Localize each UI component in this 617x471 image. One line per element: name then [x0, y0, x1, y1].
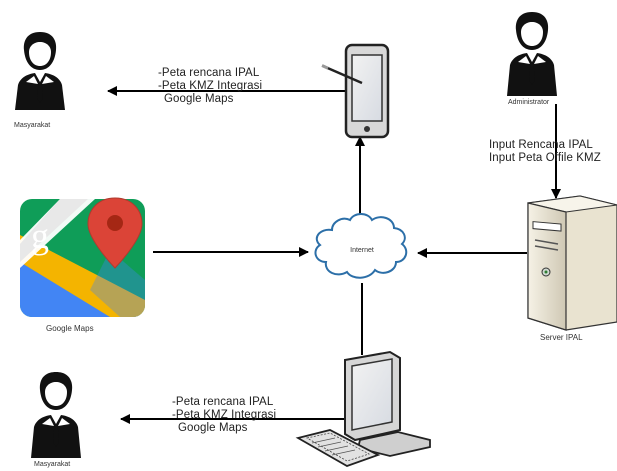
- internet-cloud-icon: [314, 213, 408, 279]
- edge-label-line: -Peta rencana IPAL: [158, 67, 260, 79]
- masyarakat-bottom-label: Masyarakat: [34, 461, 71, 468]
- tablet-icon: [321, 43, 390, 139]
- edge-label-line: Input Peta Offile KMZ: [489, 152, 601, 164]
- edge-label-desktop-to-masyarakat: -Peta rencana IPAL -Peta KMZ Integrasi G…: [172, 396, 276, 435]
- google-maps-icon: g: [20, 197, 145, 317]
- google-maps-letter-icon: g: [31, 216, 49, 256]
- internet-label: Internet: [350, 247, 374, 254]
- server-icon: [527, 195, 617, 331]
- edge-label-line: -Peta rencana IPAL: [172, 396, 274, 408]
- user-icon-administrator: [507, 12, 557, 96]
- server-ipal-label: Server IPAL: [540, 333, 583, 342]
- administrator-label: Administrator: [508, 99, 550, 106]
- google-maps-label: Google Maps: [46, 324, 94, 333]
- edge-label-line: Google Maps: [178, 422, 248, 434]
- masyarakat-top-label: Masyarakat: [14, 122, 51, 129]
- edge-label-line: Google Maps: [164, 93, 234, 105]
- edge-label-admin-to-server: Input Rencana IPAL Input Peta Offile KMZ: [489, 139, 617, 165]
- user-icon-masyarakat-top: [15, 32, 65, 110]
- desktop-computer-icon: [295, 350, 431, 467]
- edge-label-line: Input Rencana IPAL: [489, 139, 593, 151]
- edge-label-line: -Peta KMZ Integrasi: [172, 409, 277, 421]
- connectors: [107, 86, 561, 424]
- edge-label-line: -Peta KMZ Integrasi: [158, 80, 263, 92]
- user-icon-masyarakat-bottom: [31, 372, 81, 458]
- edge-label-tablet-to-masyarakat: -Peta rencana IPAL -Peta KMZ Integrasi G…: [158, 67, 262, 106]
